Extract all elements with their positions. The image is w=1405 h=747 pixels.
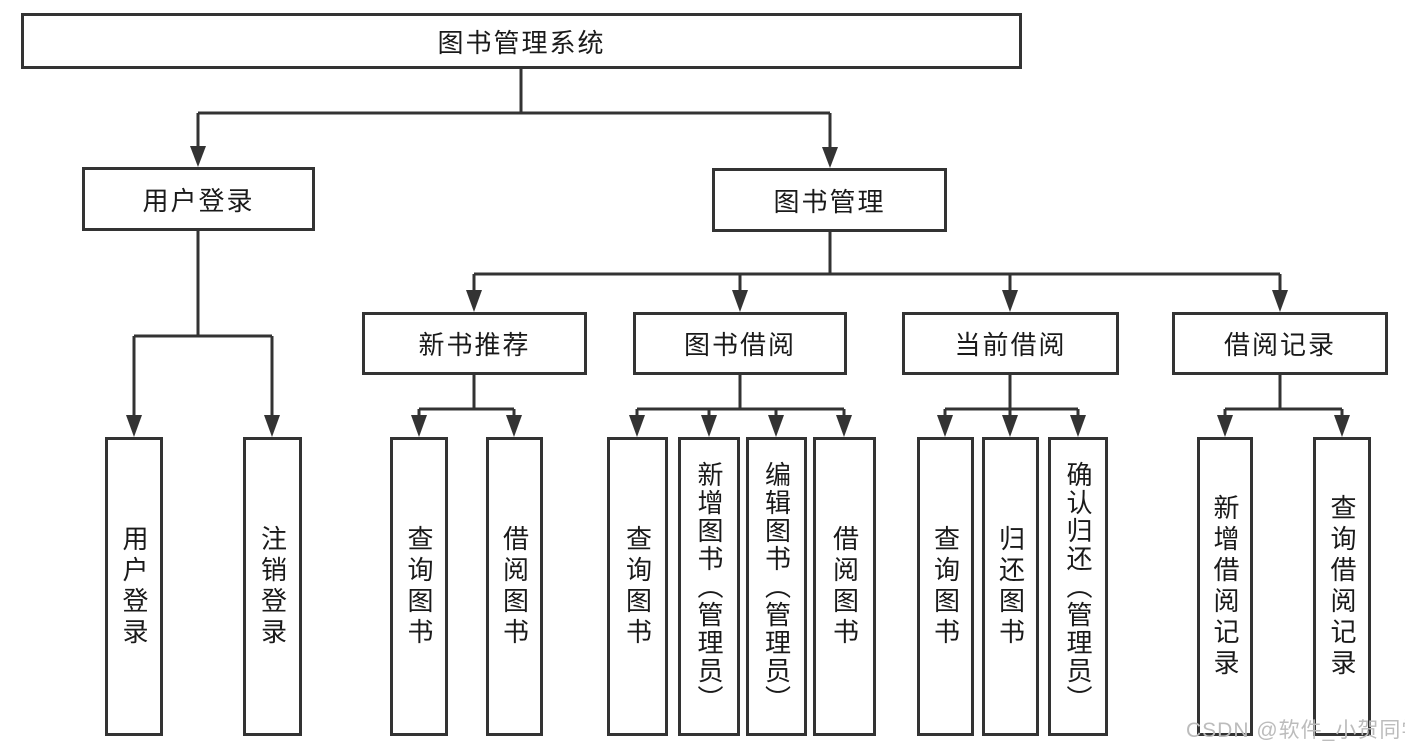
node-label: 确认归还（管理员） <box>1063 460 1093 713</box>
node-book-management: 图书管理 <box>712 168 947 232</box>
node-user-login: 用户登录 <box>82 167 315 231</box>
node-label: 归还图书 <box>995 524 1026 649</box>
node-label: 当前借阅 <box>954 330 1067 360</box>
connector-newbook-to-leaves <box>417 375 516 418</box>
arrowhead <box>629 415 645 437</box>
leaf-query-books-recommend: 查询图书 <box>390 437 448 736</box>
leaf-add-borrow-record: 新增借阅记录 <box>1197 437 1253 736</box>
arrowhead <box>126 415 142 437</box>
leaf-query-borrow-record: 查询借阅记录 <box>1313 437 1371 736</box>
node-borrowing-records: 借阅记录 <box>1172 312 1388 375</box>
node-label: 新书推荐 <box>418 330 531 360</box>
arrowhead <box>466 290 482 312</box>
node-label: 新增图书（管理员） <box>694 460 724 713</box>
arrowhead <box>506 415 522 437</box>
leaf-borrow-books: 借阅图书 <box>813 437 876 736</box>
leaf-confirm-return-admin: 确认归还（管理员） <box>1048 437 1108 736</box>
node-label: 图书借阅 <box>683 330 796 360</box>
node-book-borrowing: 图书借阅 <box>633 312 847 375</box>
connector-current-to-leaves <box>943 375 1080 418</box>
arrowhead <box>1272 290 1288 312</box>
leaf-query-books-borrow: 查询图书 <box>607 437 668 736</box>
arrowhead <box>937 415 953 437</box>
connector-bookmgmt-to-l3 <box>472 232 1282 293</box>
connector-root-to-l2 <box>196 69 832 151</box>
node-label: 新增借阅记录 <box>1210 493 1240 680</box>
node-label: 用户登录 <box>119 524 149 649</box>
node-new-book-recommendation: 新书推荐 <box>362 312 587 375</box>
arrowhead <box>836 415 852 437</box>
node-current-borrowing: 当前借阅 <box>902 312 1119 375</box>
arrowhead <box>1002 415 1018 437</box>
node-label: 注销登录 <box>257 524 288 649</box>
node-label: 查询图书 <box>930 524 961 649</box>
node-label: 查询借阅记录 <box>1327 493 1357 680</box>
connector-userlogin-to-leaves <box>132 231 274 418</box>
leaf-user-login: 用户登录 <box>105 437 163 736</box>
arrowhead <box>190 146 206 167</box>
arrowhead <box>1217 415 1233 437</box>
node-label: 编辑图书（管理员） <box>761 460 792 713</box>
node-label: 查询图书 <box>622 524 653 649</box>
arrowhead <box>701 415 717 437</box>
node-label: 图书管理 <box>773 186 886 217</box>
leaf-edit-book-admin: 编辑图书（管理员） <box>746 437 807 736</box>
node-label: 用户登录 <box>142 185 255 216</box>
leaf-borrow-books-recommend: 借阅图书 <box>486 437 543 736</box>
arrowhead <box>768 415 784 437</box>
node-label: 图书管理系统 <box>437 27 606 58</box>
arrowhead <box>1334 415 1350 437</box>
csdn-watermark: CSDN @软件_小贺同学 <box>1186 719 1405 742</box>
node-library-management-system: 图书管理系统 <box>21 13 1022 69</box>
node-label: 借阅图书 <box>499 524 530 649</box>
leaf-return-book: 归还图书 <box>982 437 1039 736</box>
node-label: 查询图书 <box>404 524 434 649</box>
node-label: 借阅记录 <box>1223 330 1336 360</box>
arrowhead <box>1070 415 1086 437</box>
arrowhead <box>1002 290 1018 312</box>
node-label: 借阅图书 <box>829 524 860 649</box>
leaf-query-books-current: 查询图书 <box>917 437 974 736</box>
connector-borrow-to-leaves <box>635 375 846 418</box>
connector-records-to-leaves <box>1223 375 1344 418</box>
arrowhead <box>822 147 838 168</box>
arrowhead <box>411 415 427 437</box>
leaf-add-book-admin: 新增图书（管理员） <box>678 437 740 736</box>
leaf-logout: 注销登录 <box>243 437 302 736</box>
arrowhead <box>264 415 280 437</box>
arrowhead <box>732 290 748 312</box>
